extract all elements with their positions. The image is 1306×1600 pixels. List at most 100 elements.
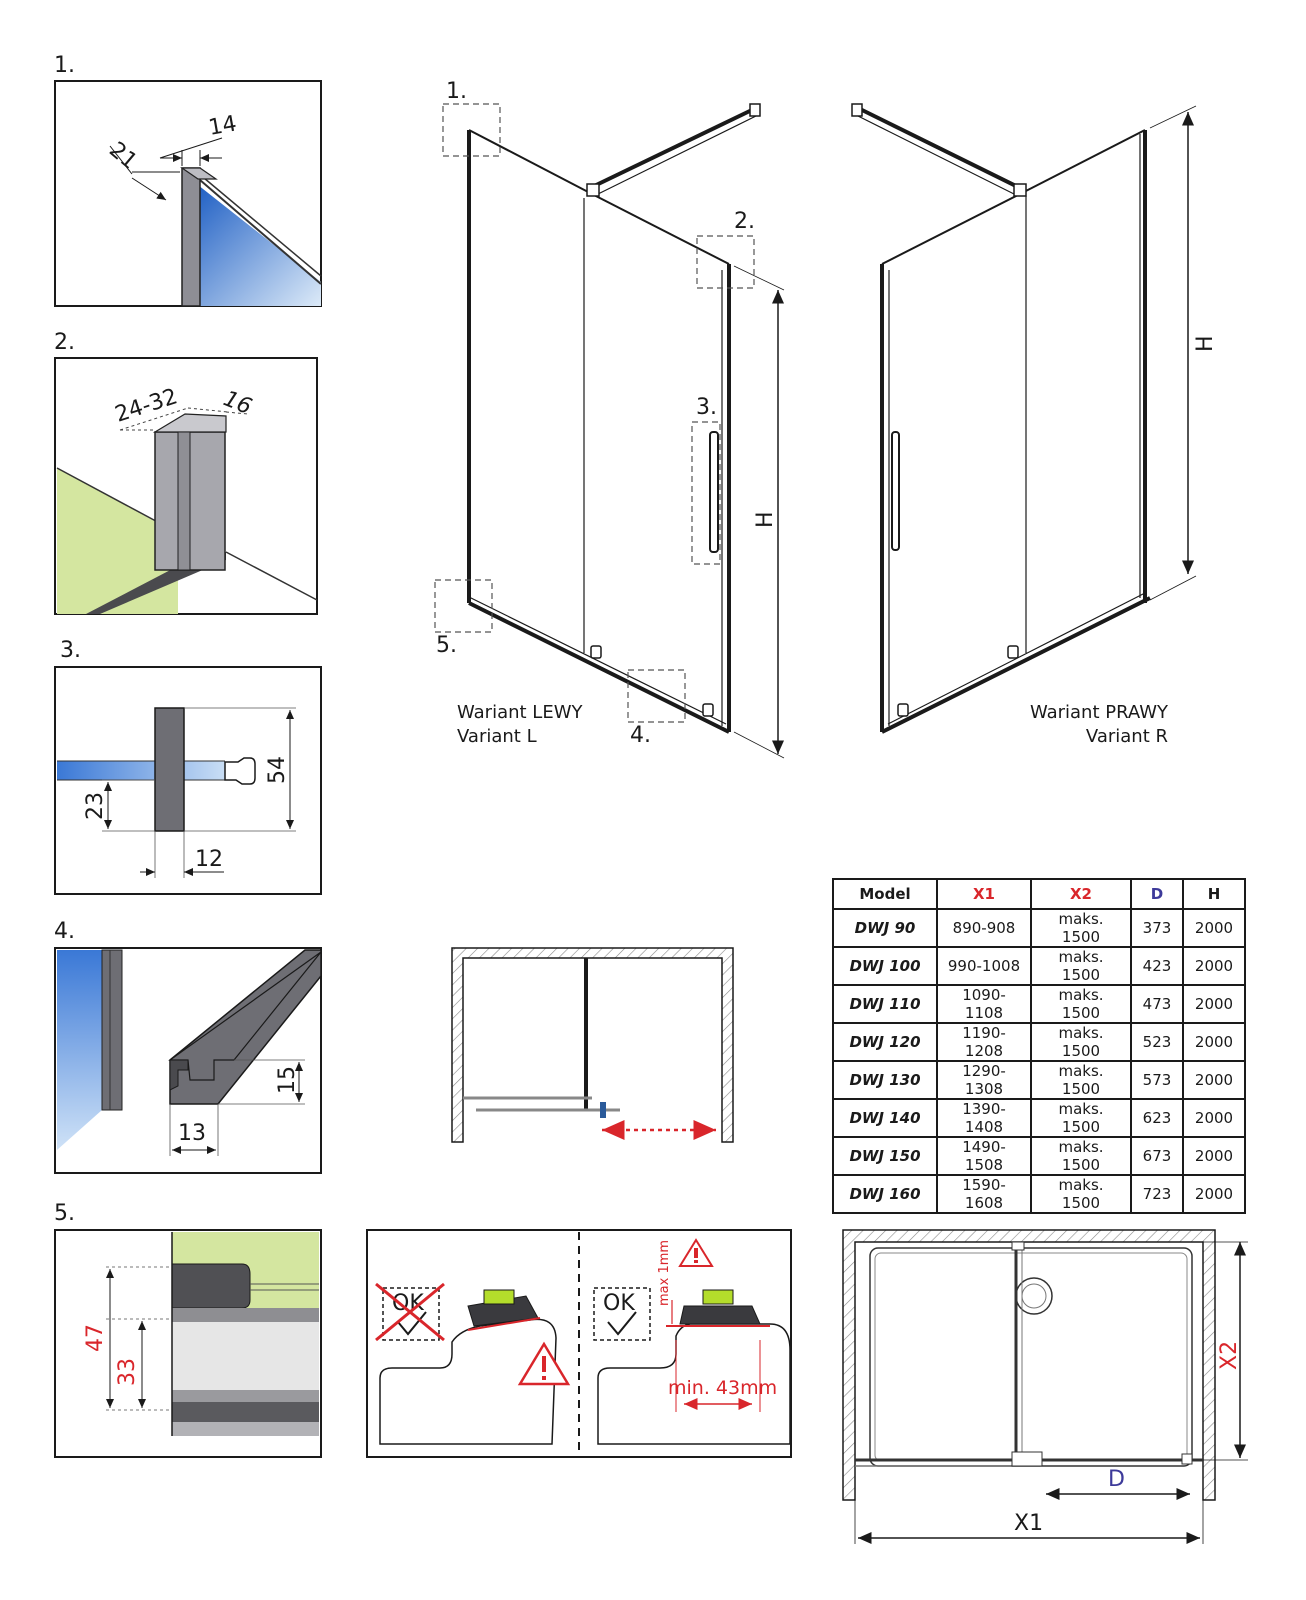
top-view-slide (451, 947, 734, 1143)
cell-x2: maks. 1500 (1030, 946, 1132, 986)
door-handle (891, 431, 900, 551)
cell-x1: 890-908 (936, 908, 1032, 948)
detail-3-dim-23: 23 (83, 792, 108, 820)
cell-h: 2000 (1182, 1022, 1246, 1062)
cell-h: 2000 (1182, 908, 1246, 948)
cell-x2: maks. 1500 (1030, 1060, 1132, 1100)
cell-d: 723 (1130, 1174, 1184, 1214)
cell-x2: maks. 1500 (1030, 1174, 1132, 1214)
detail-1-dim-14: 14 (207, 111, 239, 140)
col-x1: X1 (936, 878, 1032, 910)
glass-pane (57, 761, 225, 780)
cell-x1: 1090-1108 (936, 984, 1032, 1024)
height-label-left: H (753, 511, 778, 528)
detail-2-label: 2. (54, 330, 75, 355)
cell-h: 2000 (1182, 1136, 1246, 1176)
variant-left-title: Wariant LEWY (457, 702, 583, 723)
detail-1: 1. 14 21 (54, 53, 322, 307)
door-handle (709, 431, 719, 553)
cell-model: DWJ 100 (832, 946, 938, 986)
cell-model: DWJ 150 (832, 1136, 938, 1176)
cell-d: 623 (1130, 1098, 1184, 1138)
clamp-icon (224, 757, 256, 785)
col-d: D (1130, 878, 1184, 910)
detail-3: 3. 54 23 12 (54, 638, 322, 895)
callout-4: 4. (630, 723, 651, 748)
plan-x1-label: X1 (1014, 1511, 1043, 1536)
detail-5-label: 5. (54, 1201, 75, 1226)
cell-d: 523 (1130, 1022, 1184, 1062)
detail-2: 2. 24-32 16 (54, 330, 318, 615)
plan-x2-label: X2 (1217, 1341, 1242, 1370)
callout-5: 5. (436, 633, 457, 658)
handle-profile (154, 707, 185, 832)
wall-surface (57, 468, 178, 614)
cross-icon (375, 1282, 445, 1342)
cell-h: 2000 (1182, 1060, 1246, 1100)
cell-x2: maks. 1500 (1030, 1022, 1132, 1062)
plan-view: X2 D X1 (842, 1229, 1248, 1544)
detail-4: 4. 15 13 (54, 919, 322, 1174)
cell-x2: maks. 1500 (1030, 1098, 1132, 1138)
cell-x2: maks. 1500 (1030, 908, 1132, 948)
cell-x1: 1390-1408 (936, 1098, 1032, 1138)
cell-model: DWJ 160 (832, 1174, 938, 1214)
glass-pane (198, 185, 321, 306)
detail-4-dim-15: 15 (275, 1066, 300, 1094)
col-x2: X2 (1030, 878, 1132, 910)
spirit-level (679, 1305, 761, 1325)
plan-d-label: D (1108, 1467, 1125, 1492)
detail-1-label: 1. (54, 53, 75, 78)
col-h: H (1182, 878, 1246, 910)
detail-5-dim-47: 47 (83, 1324, 108, 1352)
drain-icon (1015, 1277, 1053, 1315)
cell-x1: 1490-1508 (936, 1136, 1032, 1176)
callout-1: 1. (446, 79, 467, 104)
shower-variant-left (434, 103, 785, 759)
cell-model: DWJ 90 (832, 908, 938, 948)
cell-h: 2000 (1182, 1098, 1246, 1138)
cell-x1: 1590-1608 (936, 1174, 1032, 1214)
height-label-right: H (1193, 335, 1218, 352)
max-1mm-label: max 1mm (657, 1240, 672, 1306)
level-panel: OK OK max 1mm min. 43mm (366, 1229, 792, 1458)
cell-x2: maks. 1500 (1030, 984, 1132, 1024)
variant-left-subtitle: Variant L (457, 726, 537, 747)
glass-pane (57, 950, 102, 1150)
shower-variant-right (851, 103, 1197, 734)
detail-3-dim-12: 12 (195, 847, 223, 872)
cell-d: 423 (1130, 946, 1184, 986)
rail-end-cap (171, 1263, 251, 1309)
cell-d: 473 (1130, 984, 1184, 1024)
cell-model: DWJ 130 (832, 1060, 938, 1100)
variant-right-subtitle: Variant R (1086, 726, 1168, 747)
cell-h: 2000 (1182, 1174, 1246, 1214)
min-43mm-label: min. 43mm (668, 1377, 777, 1399)
cell-h: 2000 (1182, 984, 1246, 1024)
callout-2: 2. (734, 209, 755, 234)
good-ok-label: OK (603, 1291, 635, 1316)
table-header-row: Model X1 X2 D H (832, 878, 1246, 910)
variant-right-title: Wariant PRAWY (1030, 702, 1169, 723)
cell-x1: 1190-1208 (936, 1022, 1032, 1062)
detail-3-label: 3. (60, 638, 81, 663)
cell-x1: 990-1008 (936, 946, 1032, 986)
detail-5-dim-33: 33 (115, 1358, 140, 1386)
detail-3-dim-54: 54 (265, 756, 290, 784)
cell-x1: 1290-1308 (936, 1060, 1032, 1100)
detail-4-label: 4. (54, 919, 75, 944)
detail-5: 5. 47 33 (54, 1201, 322, 1458)
col-model: Model (832, 878, 938, 910)
cell-model: DWJ 140 (832, 1098, 938, 1138)
cell-d: 573 (1130, 1060, 1184, 1100)
